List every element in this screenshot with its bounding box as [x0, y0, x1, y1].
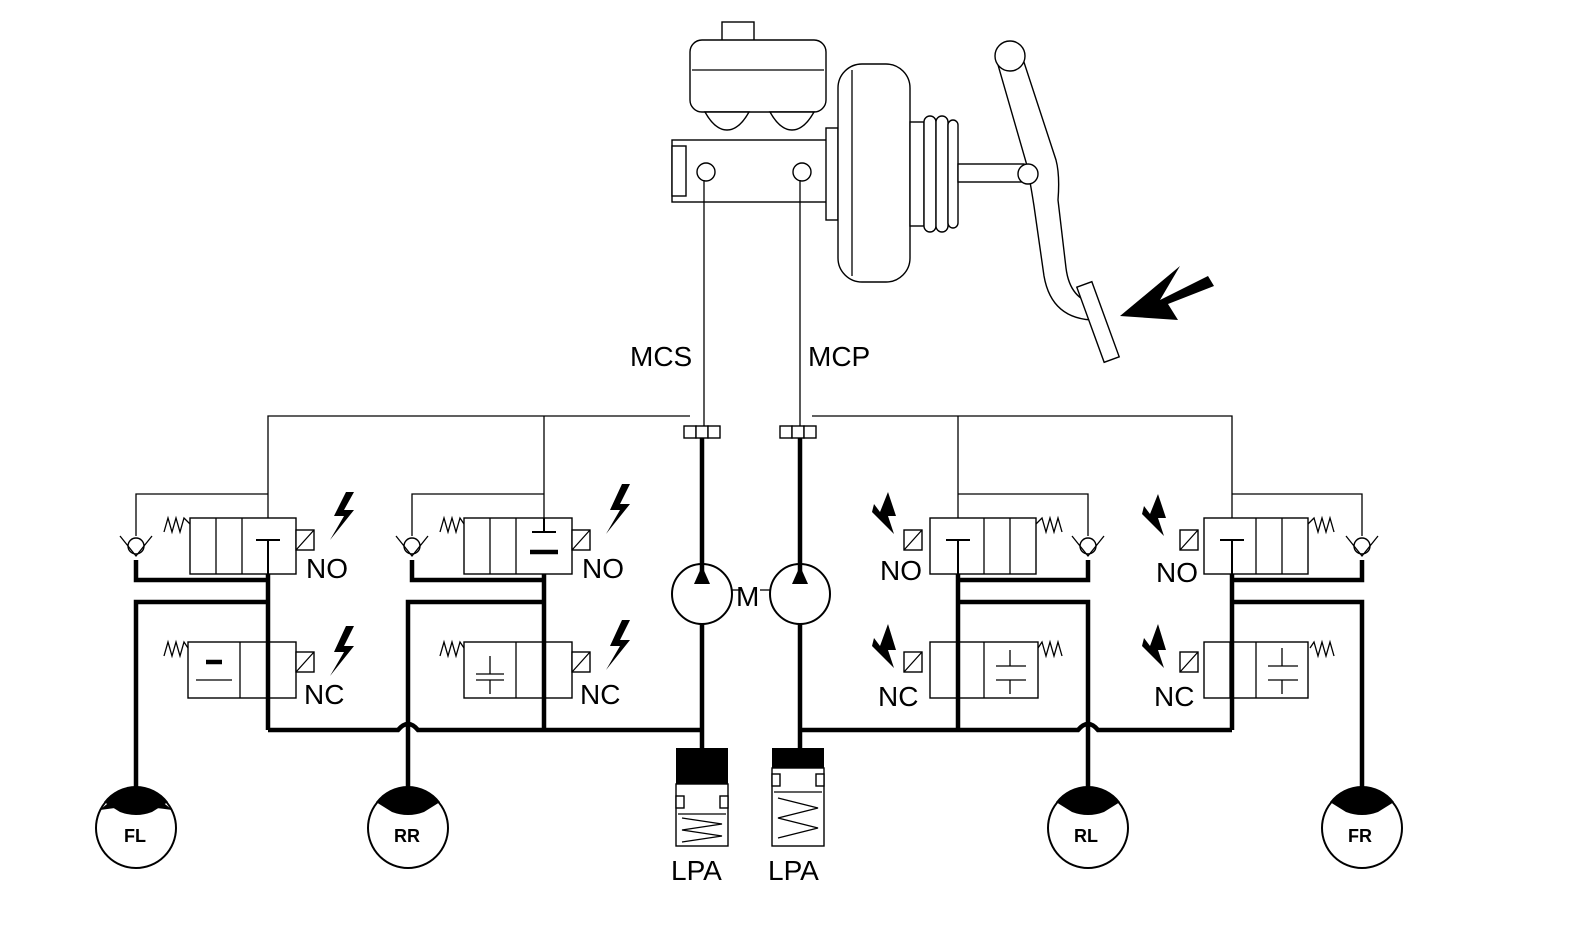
rl-outlet-label: NC [878, 681, 918, 712]
rr-inlet-label: NO [582, 553, 624, 584]
mcp-label: MCP [808, 341, 870, 372]
wheel-rl-label: RL [1074, 826, 1098, 846]
rr-outlet-valve [439, 639, 591, 699]
rl-inlet-valve [903, 515, 1063, 575]
fr-outlet-label: NC [1154, 681, 1194, 712]
wheel-rl: RL [1047, 786, 1129, 869]
lpa-right [771, 748, 825, 847]
fr-inlet-valve [1179, 515, 1335, 575]
wheel-rr-label: RR [394, 826, 420, 846]
fl-check-valve [119, 535, 153, 558]
rl-outlet-valve [903, 639, 1063, 699]
mcs-port-block [683, 425, 721, 439]
fl-inlet-label: NO [306, 553, 348, 584]
rr-check-valve [395, 535, 429, 558]
fl-inlet-valve [163, 515, 315, 575]
brake-pedal [994, 40, 1214, 364]
rr-outlet-label: NC [580, 679, 620, 710]
rl-outlet-solenoid-icon [872, 624, 896, 668]
fl-inlet-solenoid-icon [330, 492, 354, 540]
rr-inlet-solenoid-icon [606, 484, 630, 534]
rl-check-valve [1071, 535, 1105, 558]
pump-right [769, 563, 831, 625]
fr-outlet-valve [1179, 639, 1335, 699]
rl-inlet-solenoid-icon [872, 492, 896, 534]
lpa-left-label: LPA [671, 855, 722, 886]
motor-label: M [736, 581, 759, 612]
wheel-fr-label: FR [1348, 826, 1372, 846]
wheel-fl: FL [95, 786, 177, 869]
master-cylinder [671, 21, 829, 203]
rr-inlet-valve [439, 515, 591, 575]
fr-outlet-solenoid-icon [1142, 624, 1166, 668]
fl-outlet-valve [163, 639, 315, 699]
wheel-rr: RR [367, 786, 449, 869]
mcp-port-block [779, 425, 817, 439]
rr-outlet-solenoid-icon [606, 620, 630, 670]
fr-inlet-solenoid-icon [1142, 494, 1166, 536]
lpa-left [675, 748, 729, 847]
fr-inlet-label: NO [1156, 557, 1198, 588]
mcs-label: MCS [630, 341, 692, 372]
lpa-right-label: LPA [768, 855, 819, 886]
pedal-force-arrow [1120, 266, 1214, 320]
rl-inlet-label: NO [880, 555, 922, 586]
wheel-fr: FR [1321, 786, 1403, 869]
pump-left [671, 563, 733, 625]
fr-check-valve [1345, 535, 1379, 558]
wheel-fl-label: FL [124, 826, 146, 846]
fl-outlet-label: NC [304, 679, 344, 710]
fl-outlet-solenoid-icon [330, 626, 354, 676]
brake-booster [825, 63, 1025, 283]
